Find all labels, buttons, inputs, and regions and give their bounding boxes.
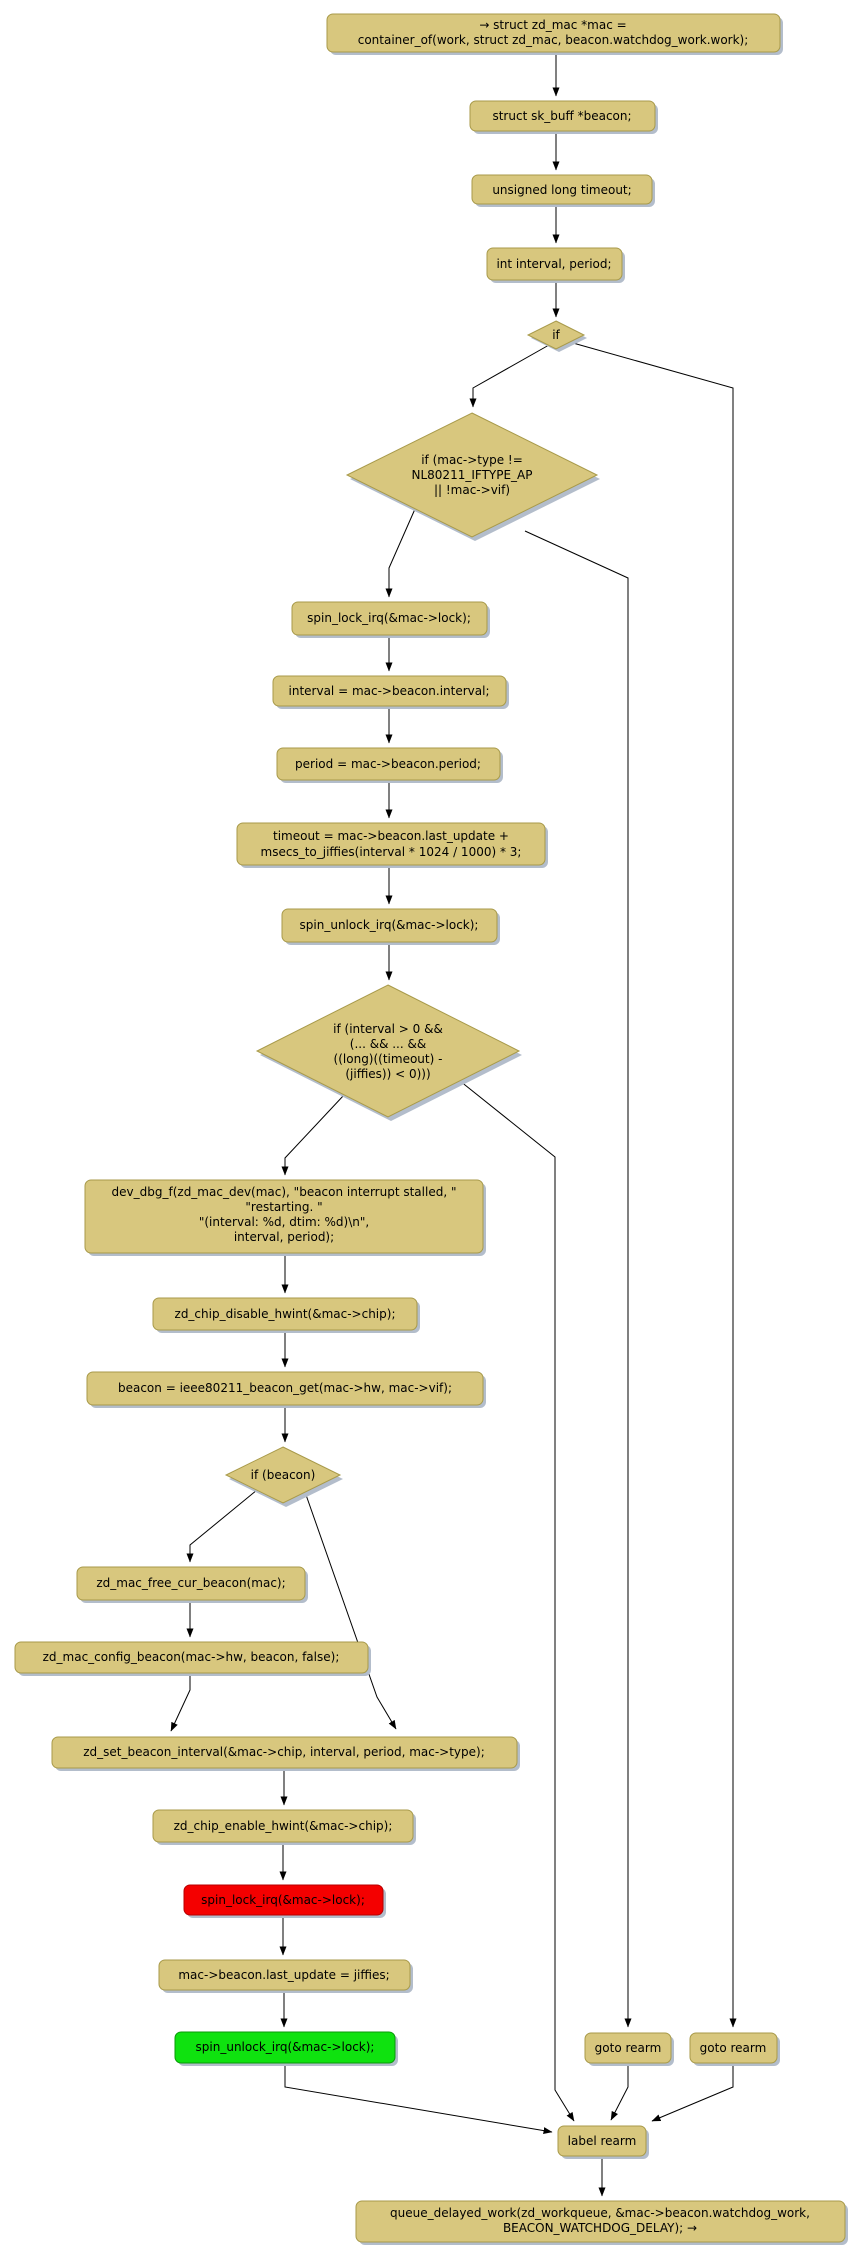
node-label-rearm: label rearm xyxy=(557,2125,649,2159)
svg-text:if: if xyxy=(552,328,560,342)
svg-text:BEACON_WATCHDOG_DELAY); →: BEACON_WATCHDOG_DELAY); → xyxy=(503,2221,697,2235)
edge-if-true-mactype xyxy=(469,344,550,408)
svg-text:|| !mac->vif): || !mac->vif) xyxy=(434,483,510,497)
node-zd-chip-enable-hwint: zd_chip_enable_hwint(&mac->chip); xyxy=(152,1809,416,1845)
svg-text:goto rearm: goto rearm xyxy=(700,2041,767,2055)
node-sk-buff: struct sk_buff *beacon; xyxy=(469,100,658,134)
svg-text:mac->beacon.last_update = jiff: mac->beacon.last_update = jiffies; xyxy=(178,1968,389,1982)
node-free-cur-beacon: zd_mac_free_cur_beacon(mac); xyxy=(76,1566,308,1603)
edge-ifinterval-true-devdbg xyxy=(281,1094,345,1176)
edge-mactype-true-spinlock xyxy=(385,508,416,598)
node-goto-rearm-left: goto rearm xyxy=(584,2032,674,2066)
nodes: → struct zd_mac *mac = container_of(work… xyxy=(14,13,848,2245)
svg-text:spin_lock_irq(&mac->lock);: spin_lock_irq(&mac->lock); xyxy=(201,1893,365,1907)
node-zd-chip-disable-hwint: zd_chip_disable_hwint(&mac->chip); xyxy=(152,1297,420,1333)
svg-text:zd_mac_config_beacon(mac->hw,: zd_mac_config_beacon(mac->hw, beacon, fa… xyxy=(43,1650,340,1664)
decision-if-beacon: if (beacon) xyxy=(224,1446,343,1507)
edge-if-false-goto-right xyxy=(572,342,737,2028)
edge-spinunlockgreen-labelrearm xyxy=(284,2063,553,2135)
edge-gotoright-labelrearm xyxy=(651,2063,734,2122)
decision-if-mac-type: if (mac->type != NL80211_IFTYPE_AP || !m… xyxy=(345,412,600,541)
decision-if: if xyxy=(526,320,587,352)
svg-text:(jiffies)) < 0))): (jiffies)) < 0))) xyxy=(345,1067,430,1081)
svg-text:zd_mac_free_cur_beacon(mac);: zd_mac_free_cur_beacon(mac); xyxy=(96,1576,285,1590)
svg-text:"restarting. ": "restarting. " xyxy=(245,1200,322,1214)
svg-text:if (beacon): if (beacon) xyxy=(251,1468,316,1482)
node-set-beacon-interval: zd_set_beacon_interval(&mac->chip, inter… xyxy=(51,1736,520,1771)
node-beacon-get: beacon = ieee80211_beacon_get(mac->hw, m… xyxy=(86,1371,486,1408)
svg-text:→ struct zd_mac *mac =: → struct zd_mac *mac = xyxy=(479,18,626,32)
svg-text:"(interval: %d, dtim: %d)\n",: "(interval: %d, dtim: %d)\n", xyxy=(199,1215,369,1229)
svg-text:container_of(work, struct zd_m: container_of(work, struct zd_mac, beacon… xyxy=(358,33,749,47)
node-interval-assign: interval = mac->beacon.interval; xyxy=(272,675,509,709)
node-spin-unlock-irq-1: spin_unlock_irq(&mac->lock); xyxy=(281,908,500,945)
node-entry: → struct zd_mac *mac = container_of(work… xyxy=(326,13,783,55)
svg-text:spin_unlock_irq(&mac->lock);: spin_unlock_irq(&mac->lock); xyxy=(300,918,479,932)
svg-text:(... && ... &&: (... && ... && xyxy=(350,1037,426,1051)
node-last-update-jiffies: mac->beacon.last_update = jiffies; xyxy=(158,1959,413,1993)
edge-configbeacon-setinterval xyxy=(170,1673,191,1732)
svg-text:period = mac->beacon.period;: period = mac->beacon.period; xyxy=(295,757,481,771)
node-period-assign: period = mac->beacon.period; xyxy=(276,747,503,783)
decision-if-interval: if (interval > 0 && (... && ... && ((lon… xyxy=(255,984,522,1121)
svg-text:struct sk_buff *beacon;: struct sk_buff *beacon; xyxy=(492,109,631,123)
svg-text:interval, period);: interval, period); xyxy=(234,1230,334,1244)
svg-text:queue_delayed_work(zd_workqueu: queue_delayed_work(zd_workqueue, &mac->b… xyxy=(390,2206,810,2220)
node-spin-lock-irq-red: spin_lock_irq(&mac->lock); xyxy=(183,1884,386,1918)
edge-gotoleft-labelrearm xyxy=(610,2063,629,2121)
svg-text:NL80211_IFTYPE_AP: NL80211_IFTYPE_AP xyxy=(412,468,533,482)
svg-text:((long)((timeout) -: ((long)((timeout) - xyxy=(334,1052,443,1066)
svg-text:zd_chip_disable_hwint(&mac->ch: zd_chip_disable_hwint(&mac->chip); xyxy=(175,1307,396,1321)
node-unsigned-long-timeout: unsigned long timeout; xyxy=(471,174,655,207)
svg-text:dev_dbg_f(zd_mac_dev(mac), "be: dev_dbg_f(zd_mac_dev(mac), "beacon inter… xyxy=(112,1185,457,1199)
svg-text:msecs_to_jiffies(interval * 10: msecs_to_jiffies(interval * 1024 / 1000)… xyxy=(261,845,522,859)
edge-ifbeacon-false-setinterval xyxy=(304,1491,397,1730)
node-goto-rearm-right: goto rearm xyxy=(689,2032,780,2066)
svg-text:unsigned long timeout;: unsigned long timeout; xyxy=(492,183,631,197)
node-config-beacon: zd_mac_config_beacon(mac->hw, beacon, fa… xyxy=(14,1641,371,1676)
node-dev-dbg-f: dev_dbg_f(zd_mac_dev(mac), "beacon inter… xyxy=(84,1179,486,1256)
node-spin-unlock-irq-green: spin_unlock_irq(&mac->lock); xyxy=(174,2031,398,2066)
svg-text:if (mac->type !=: if (mac->type != xyxy=(421,453,523,467)
edge-mactype-false-goto-left xyxy=(524,530,632,2028)
node-int-interval-period: int interval, period; xyxy=(486,247,625,283)
svg-text:int interval, period;: int interval, period; xyxy=(496,257,611,271)
svg-text:label rearm: label rearm xyxy=(568,2134,637,2148)
svg-text:zd_set_beacon_interval(&mac->c: zd_set_beacon_interval(&mac->chip, inter… xyxy=(83,1745,485,1759)
edges xyxy=(170,52,737,2197)
svg-text:beacon = ieee80211_beacon_get(: beacon = ieee80211_beacon_get(mac->hw, m… xyxy=(118,1381,452,1395)
edge-ifbeacon-true-freecur xyxy=(186,1489,258,1563)
svg-text:interval = mac->beacon.interva: interval = mac->beacon.interval; xyxy=(289,684,490,698)
svg-text:spin_lock_irq(&mac->lock);: spin_lock_irq(&mac->lock); xyxy=(307,611,471,625)
node-queue-delayed-work: queue_delayed_work(zd_workqueue, &mac->b… xyxy=(355,2200,848,2245)
edge-ifinterval-false-labelrearm xyxy=(459,1080,575,2122)
node-spin-lock-irq-1: spin_lock_irq(&mac->lock); xyxy=(291,601,490,638)
svg-text:if (interval > 0 &&: if (interval > 0 && xyxy=(333,1022,443,1036)
svg-text:zd_chip_enable_hwint(&mac->chi: zd_chip_enable_hwint(&mac->chip); xyxy=(174,1819,393,1833)
svg-text:spin_unlock_irq(&mac->lock);: spin_unlock_irq(&mac->lock); xyxy=(196,2040,375,2054)
svg-text:goto rearm: goto rearm xyxy=(595,2041,662,2055)
node-timeout-assign: timeout = mac->beacon.last_update + msec… xyxy=(236,822,548,868)
svg-text:timeout = mac->beacon.last_upd: timeout = mac->beacon.last_update + xyxy=(273,829,509,843)
